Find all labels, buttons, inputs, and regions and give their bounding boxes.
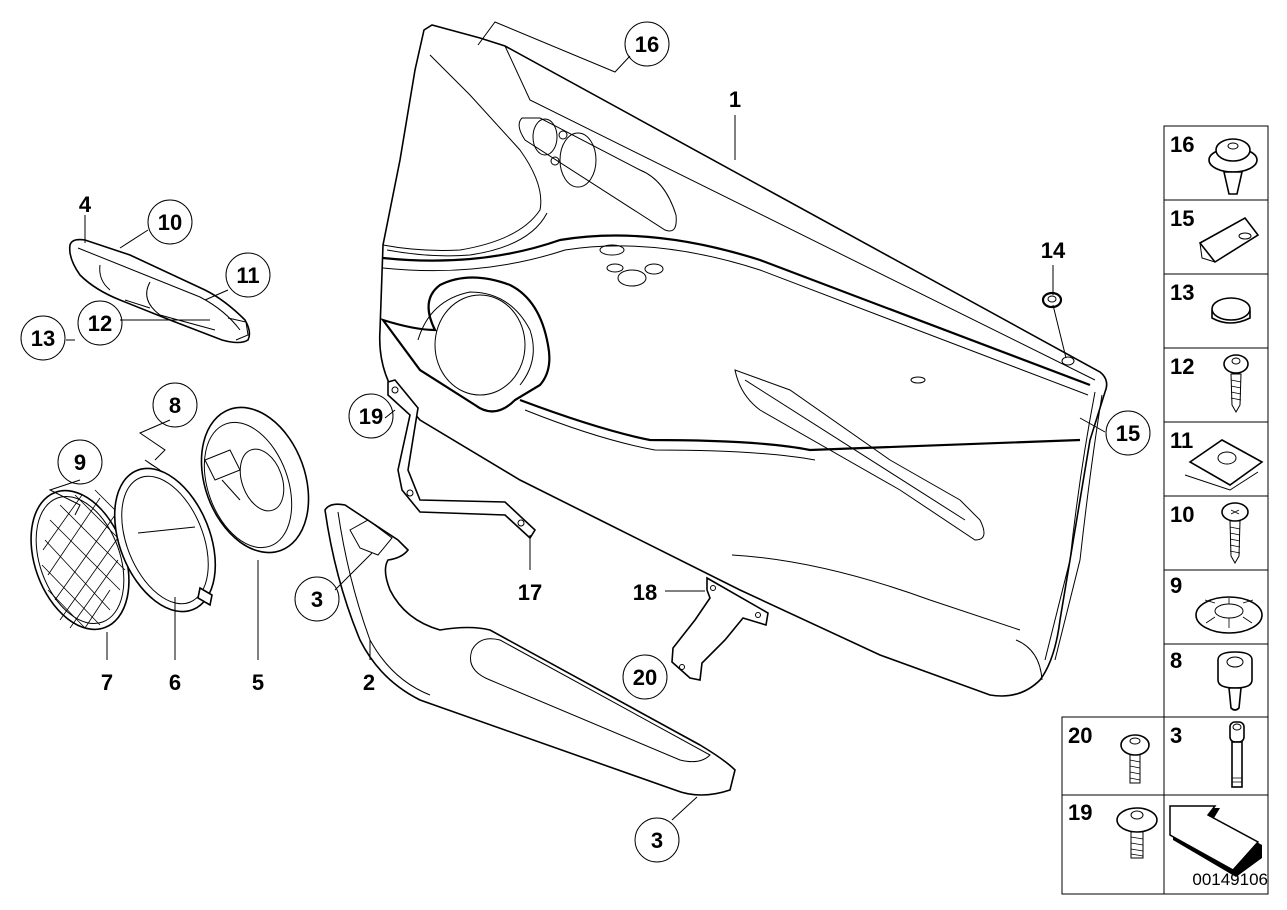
callout-19: 19 [348, 393, 394, 439]
callout-12: 12 [77, 300, 123, 346]
grid-label-9: 9 [1170, 573, 1182, 598]
callout-13: 13 [20, 315, 66, 361]
grid-label-19: 19 [1068, 800, 1092, 825]
clip-nut-icon [1184, 439, 1264, 491]
speaker-housing [200, 406, 310, 554]
door-panel [378, 24, 1108, 697]
callout-9-label: 9 [74, 450, 86, 475]
callout-3-bottom-label: 3 [651, 828, 663, 853]
direction-arrow-icon [1169, 805, 1262, 877]
callout-3-handle: 3 [294, 576, 340, 622]
label-17: 17 [518, 580, 542, 605]
label-18: 18 [633, 580, 657, 605]
callout-20: 20 [622, 654, 668, 700]
callout-9: 9 [57, 439, 103, 485]
label-1: 1 [729, 87, 741, 112]
screw-icon [1223, 354, 1249, 414]
grid-cell-16: 16 [1170, 132, 1258, 195]
document-number: 00149106 [1192, 870, 1268, 889]
callout-19-label: 19 [359, 404, 383, 429]
grid-cell-19: 19 [1068, 800, 1158, 859]
grid-label-20: 20 [1068, 723, 1092, 748]
speaker [113, 459, 217, 613]
grid-cell-arrow [1169, 805, 1262, 877]
callout-11: 11 [225, 252, 271, 298]
grid-cell-9: 9 [1170, 573, 1263, 634]
grid-cell-13: 13 [1170, 280, 1251, 324]
grid-label-10: 10 [1170, 502, 1194, 527]
grid-cell-11: 11 [1170, 428, 1264, 491]
socket-bolt-icon [1229, 721, 1245, 788]
grab-handle [324, 503, 736, 796]
grid-label-3: 3 [1170, 723, 1182, 748]
callout-16: 16 [624, 21, 670, 67]
label-7: 7 [101, 670, 113, 695]
label-6: 6 [169, 670, 181, 695]
grid-label-12: 12 [1170, 354, 1194, 379]
callout-12-label: 12 [88, 311, 112, 336]
screw-icon [1116, 807, 1158, 859]
callout-13-label: 13 [31, 326, 55, 351]
clip-14 [1041, 291, 1063, 309]
leader-lines [48, 21, 1106, 821]
expanding-rivet-icon [1217, 651, 1253, 711]
label-14: 14 [1041, 238, 1066, 263]
retaining-washer-icon [1195, 596, 1263, 634]
grid-label-11: 11 [1170, 428, 1193, 453]
cap-plug-icon [1211, 297, 1251, 324]
grid-label-8: 8 [1170, 648, 1182, 673]
callout-8: 8 [152, 382, 198, 428]
callout-10: 10 [147, 199, 193, 245]
grid-cell-3: 3 [1170, 721, 1245, 788]
grid-cell-8: 8 [1170, 648, 1253, 711]
screw-icon [1120, 734, 1150, 784]
push-clip-icon [1208, 138, 1258, 195]
callout-20-label: 20 [633, 665, 657, 690]
label-5: 5 [252, 670, 264, 695]
screw-icon [1221, 502, 1249, 565]
bracket-18 [671, 576, 769, 681]
callout-8-label: 8 [169, 393, 181, 418]
label-4: 4 [79, 192, 92, 217]
callout-11-label: 11 [236, 263, 259, 288]
grid-label-16: 16 [1170, 132, 1194, 157]
callout-3-bottom: 3 [634, 817, 680, 863]
callout-15: 15 [1105, 410, 1151, 456]
callout-3-handle-label: 3 [311, 587, 323, 612]
clip-bracket-icon [1198, 216, 1260, 264]
grid-cell-15: 15 [1170, 206, 1260, 264]
callout-16-label: 16 [635, 32, 659, 57]
grid-label-13: 13 [1170, 280, 1194, 305]
callout-15-label: 15 [1116, 421, 1140, 446]
grid-cell-20: 20 [1068, 723, 1150, 784]
label-2: 2 [363, 670, 375, 695]
hardware-grid: 16 15 13 12 [1061, 125, 1269, 895]
grid-cell-10: 10 [1170, 502, 1249, 565]
grid-label-15: 15 [1170, 206, 1194, 231]
grid-cell-12: 12 [1170, 354, 1249, 414]
speaker-grille [30, 489, 130, 631]
callout-10-label: 10 [158, 210, 182, 235]
tweeter-housing [68, 238, 251, 344]
